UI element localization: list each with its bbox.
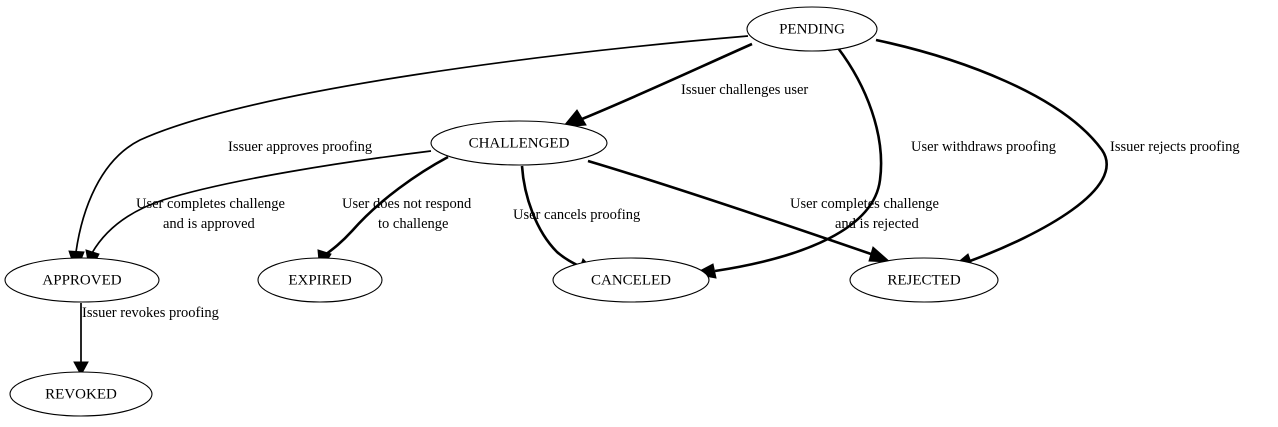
node-challenged-ellipse[interactable] <box>430 120 608 166</box>
nodes-layer: PENDING CHALLENGED APPROVED EXPIRED CANC… <box>4 6 999 417</box>
edge-label-challenged-canceled: User cancels proofing <box>513 207 640 223</box>
edge-challenged-expired <box>317 155 449 274</box>
node-approved-ellipse[interactable] <box>4 257 160 303</box>
edge-labels-layer: Issuer challenges user Issuer approves p… <box>82 82 1240 321</box>
node-pending[interactable]: PENDING <box>746 6 878 52</box>
node-revoked[interactable]: REVOKED <box>9 371 153 417</box>
edge-label-challenged-expired: User does not respond to challenge <box>342 196 475 232</box>
node-challenged-label: CHALLENGED <box>469 135 570 151</box>
edge-label-pending-rejected: Issuer rejects proofing <box>1110 139 1240 155</box>
node-pending-label: PENDING <box>779 21 845 37</box>
node-canceled-ellipse[interactable] <box>552 257 710 303</box>
node-rejected-ellipse[interactable] <box>849 257 999 303</box>
edge-label-challenged-rejected: User completes challenge and is rejected <box>790 196 943 232</box>
node-challenged[interactable]: CHALLENGED <box>430 120 608 166</box>
edge-label-approved-revoked: Issuer revokes proofing <box>82 305 219 321</box>
node-revoked-label: REVOKED <box>45 386 117 402</box>
node-revoked-ellipse[interactable] <box>9 371 153 417</box>
node-pending-ellipse[interactable] <box>746 6 878 52</box>
node-canceled[interactable]: CANCELED <box>552 257 710 303</box>
node-expired-label: EXPIRED <box>288 272 352 288</box>
edge-label-pending-challenged: Issuer challenges user <box>681 82 808 98</box>
node-expired-ellipse[interactable] <box>257 257 383 303</box>
node-rejected-label: REJECTED <box>887 272 960 288</box>
node-canceled-label: CANCELED <box>591 272 671 288</box>
edge-label-pending-approved: Issuer approves proofing <box>228 139 372 155</box>
node-approved[interactable]: APPROVED <box>4 257 160 303</box>
node-rejected[interactable]: REJECTED <box>849 257 999 303</box>
edge-label-pending-canceled: User withdraws proofing <box>911 139 1056 155</box>
edge-challenged-rejected <box>587 159 892 263</box>
node-expired[interactable]: EXPIRED <box>257 257 383 303</box>
edge-approved-revoked <box>73 303 89 377</box>
node-approved-label: APPROVED <box>42 272 121 288</box>
edge-label-challenged-approved: User completes challenge and is approved <box>136 196 289 232</box>
